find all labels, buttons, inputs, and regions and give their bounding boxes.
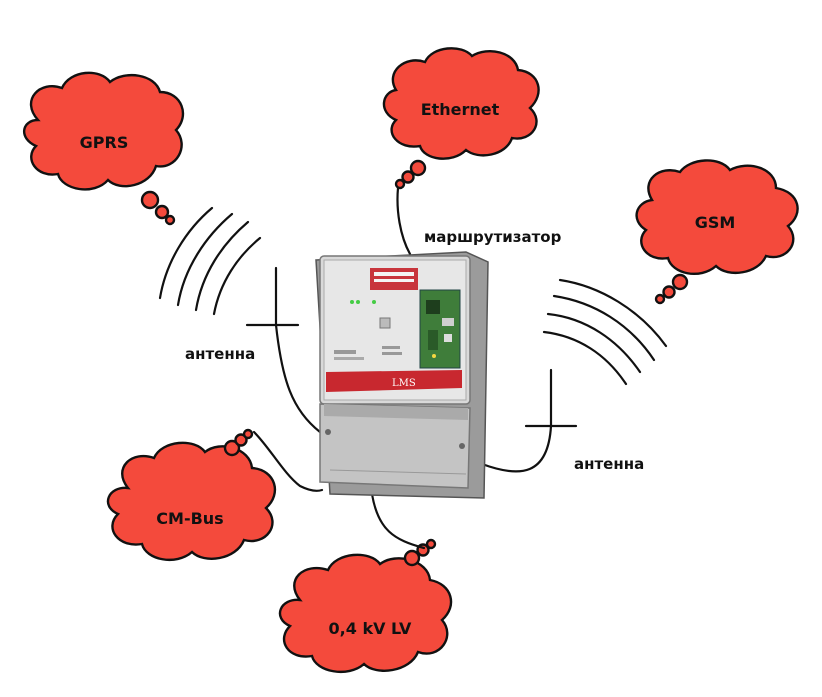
connector-lines bbox=[252, 186, 426, 550]
antenna-left-icon bbox=[245, 266, 322, 434]
cloud-gprs-label: GPRS bbox=[80, 133, 129, 152]
antenna-right-label: антенна bbox=[574, 455, 644, 473]
cloud-cmbus: CM-Bus bbox=[106, 428, 277, 561]
antenna-right-icon bbox=[480, 368, 578, 473]
cloud-gprs: GPRS bbox=[23, 71, 185, 226]
cloud-ethernet-label: Ethernet bbox=[421, 100, 500, 119]
radio-waves-left bbox=[158, 206, 262, 316]
cloud-ethernet: Ethernet bbox=[382, 47, 540, 190]
router-board-icon bbox=[419, 289, 461, 369]
cloud-lv-label: 0,4 kV LV bbox=[329, 619, 413, 638]
cloud-lv: 0,4 kV LV bbox=[278, 538, 453, 673]
radio-waves-right bbox=[542, 278, 668, 386]
antenna-left-label: антенна bbox=[185, 345, 255, 363]
cloud-cmbus-label: CM-Bus bbox=[156, 509, 223, 528]
router-label: маршрутизатор bbox=[424, 228, 562, 246]
cloud-gsm-label: GSM bbox=[695, 213, 736, 232]
cloud-gsm: GSM bbox=[635, 159, 799, 305]
electricity-meter: LMS bbox=[315, 251, 489, 499]
meter-brand-text: LMS bbox=[392, 378, 416, 389]
